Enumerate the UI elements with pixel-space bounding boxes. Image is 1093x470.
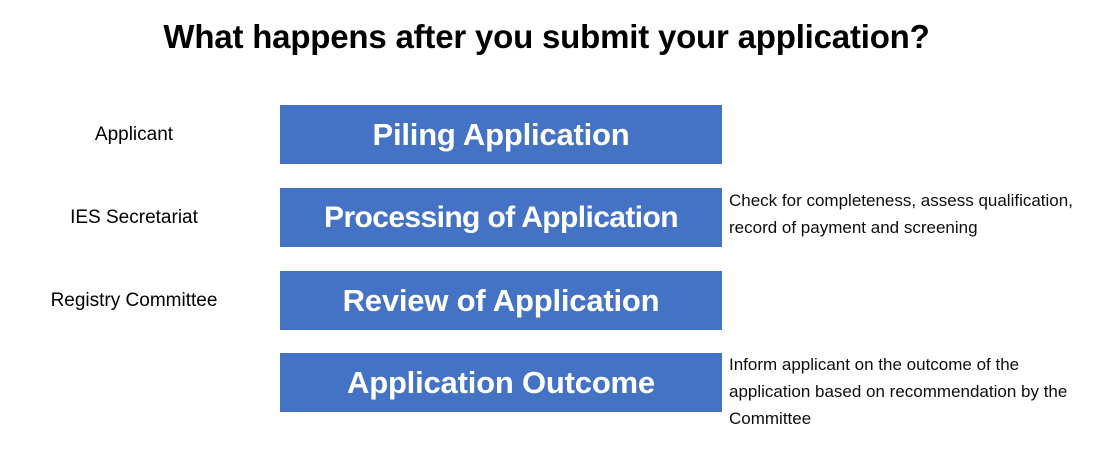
process-stage-row: IES Secretariat Processing of Applicatio… — [0, 188, 1093, 247]
stage-bar-review-of-application[interactable]: Review of Application — [280, 271, 722, 330]
role-label-applicant: Applicant — [94, 123, 174, 145]
process-stage-row: Registry Committee Review of Application — [0, 271, 1093, 330]
stage-note-processing: Check for completeness, assess qualifica… — [729, 191, 1073, 237]
stage-bar-piling-application[interactable]: Piling Application — [280, 105, 722, 164]
role-label-outcome — [0, 353, 268, 412]
role-label-ies-secretariat: IES Secretariat — [70, 206, 198, 228]
stage-bar-label: Piling Application — [372, 117, 630, 152]
stage-bar-label: Processing of Application — [324, 200, 679, 234]
stage-bar-processing-of-application[interactable]: Processing of Application — [280, 188, 722, 247]
role-label-registry-committee: Registry Committee — [50, 289, 218, 311]
stage-note-outcome: Inform applicant on the outcome of the a… — [729, 355, 1068, 428]
process-stage-row: Applicant Piling Application — [0, 105, 1093, 164]
page-title: What happens after you submit your appli… — [163, 18, 930, 55]
stage-bar-label: Review of Application — [342, 283, 660, 318]
stage-bar-application-outcome[interactable]: Application Outcome — [280, 353, 722, 412]
process-stage-row: Application Outcome Inform applicant on … — [0, 353, 1093, 428]
stage-bar-label: Application Outcome — [347, 365, 655, 400]
